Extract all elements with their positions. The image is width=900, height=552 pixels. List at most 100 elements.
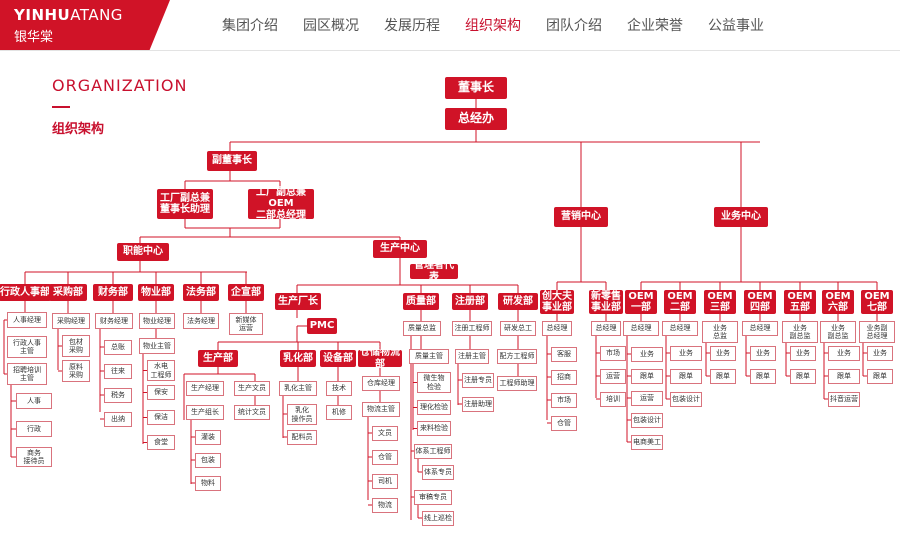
org-node-emul-items-2: 配料员: [287, 430, 317, 445]
org-node-wh-sub-3: 物流: [372, 498, 398, 513]
org-node-purchase: 采购部: [49, 284, 87, 301]
org-node-enterprise: 企宣部: [228, 284, 264, 301]
org-node-property-items-1: 物业主管: [139, 338, 175, 354]
org-node-audit: 审稿专员: [414, 490, 452, 505]
nav-item-honors[interactable]: 企业荣誉: [627, 18, 683, 34]
brand-logo[interactable]: YINHUATANG 银华棠: [0, 0, 170, 50]
org-node-finance-items-0: 财务经理: [95, 313, 133, 329]
org-node-property-sub-1: 保安: [147, 385, 175, 400]
org-node-prod-sub-2: 物料: [195, 476, 221, 491]
org-node-pmc: PMC: [307, 318, 337, 334]
org-node-factory-vp2: 工厂副总兼OEM 二部总经理: [248, 187, 314, 221]
org-node-oem1-sub-4: 电商美工: [631, 435, 663, 450]
org-node-big-client-items-0: 总经理: [542, 321, 572, 336]
org-node-oem5-sub-0: 业务: [790, 346, 816, 361]
org-node-quality-sub-2: 来料检验: [417, 421, 451, 436]
org-node-oem-heads-0: 总经理: [623, 321, 659, 336]
org-node-equip: 设备部: [320, 350, 356, 367]
org-node-oem7-sub-1: 跟单: [867, 369, 893, 384]
org-node-oem1-sub-2: 运营: [631, 391, 663, 406]
org-node-oem-0: OEM 一部: [625, 290, 657, 314]
org-node-oem-5: OEM 六部: [822, 290, 854, 314]
org-node-emul-items-1: 乳化 操作员: [287, 404, 317, 425]
org-node-finance: 财务部: [93, 284, 133, 301]
org-node-oem5-sub-1: 跟单: [790, 369, 816, 384]
org-node-oem-4: OEM 五部: [784, 290, 816, 314]
nav-item-group-intro[interactable]: 集团介绍: [222, 18, 278, 34]
org-node-property-sub-3: 食堂: [147, 435, 175, 450]
org-node-equip-items-1: 机修: [326, 405, 352, 420]
org-node-oem1-sub-0: 业务: [631, 347, 663, 362]
org-node-oem4-sub-1: 跟单: [750, 369, 776, 384]
org-node-reg-items-0: 注册工程师: [452, 321, 492, 336]
org-node-oem-heads-2: 业务 总监: [702, 321, 738, 343]
org-node-prod-items-r-0: 生产文员: [234, 381, 270, 396]
logo-english-bold: YINHU: [14, 6, 71, 24]
org-node-mgmt-rep: 管理者代表: [410, 260, 458, 283]
org-node-factory-mgr: 生产厂长: [275, 293, 321, 310]
logo-english-thin: ATANG: [70, 6, 123, 24]
org-node-oem2-sub-2: 包装设计: [670, 392, 702, 407]
org-node-enterprise-items-0: 新媒体 运营: [229, 313, 263, 335]
org-node-finance-sub-1: 往来: [104, 364, 132, 379]
org-node-chairman: 董事长: [445, 77, 507, 99]
nav-item-charity[interactable]: 公益事业: [708, 18, 764, 34]
org-node-wh-items-0: 仓库经理: [362, 376, 400, 391]
org-node-oem-heads-3: 总经理: [742, 321, 778, 336]
org-node-retail-sub-1: 运营: [600, 369, 626, 384]
org-node-reg: 注册部: [452, 293, 488, 310]
org-node-quality-sub-1: 理化检验: [417, 400, 451, 415]
section-divider: [52, 106, 70, 108]
org-node-oem-2: OEM 三部: [704, 290, 736, 314]
org-node-admin-sub-0: 人事: [16, 393, 52, 409]
org-node-prod-items-l-1: 生产组长: [186, 405, 224, 420]
section-title-chinese: 组织架构: [52, 122, 105, 137]
org-node-system: 体系工程师: [414, 444, 452, 459]
org-node-oem1-sub-1: 跟单: [631, 369, 663, 384]
org-node-oem6-sub-1: 跟单: [828, 369, 860, 384]
org-node-retail: 新零售 事业部: [589, 290, 623, 314]
org-node-purchase-sub-0: 包材 采购: [62, 335, 90, 357]
org-node-wh-sub-0: 文员: [372, 426, 398, 441]
org-node-oem7-sub-0: 业务: [867, 346, 893, 361]
org-node-oem-heads-4: 业务 副总监: [782, 321, 818, 343]
org-node-rnd: 研发部: [498, 293, 538, 310]
nav-item-team[interactable]: 团队介绍: [546, 18, 602, 34]
org-node-retail-sub-2: 培训: [600, 392, 626, 407]
top-navigation-bar: YINHUATANG 银华棠 集团介绍 园区概况 发展历程 组织架构 团队介绍 …: [0, 0, 900, 51]
org-node-emul-items-0: 乳化主管: [279, 381, 317, 396]
org-node-retail-items-0: 总经理: [591, 321, 621, 336]
org-node-admin-sub-1: 行政: [16, 421, 52, 437]
org-node-oem6-sub-0: 业务: [828, 346, 860, 361]
nav-item-organization[interactable]: 组织架构: [465, 18, 521, 34]
org-node-oem-heads-6: 业务副 总经理: [859, 321, 895, 343]
org-node-property: 物业部: [138, 284, 174, 301]
org-node-equip-items-0: 技术: [326, 381, 352, 396]
org-node-admin-items-1: 行政人事 主管: [7, 336, 47, 358]
org-node-prod-sub-1: 包装: [195, 453, 221, 468]
org-node-rnd-items-2: 工程师助理: [497, 376, 537, 391]
nav-item-park-overview[interactable]: 园区概况: [303, 18, 359, 34]
org-node-finance-sub-0: 总账: [104, 340, 132, 355]
org-node-oem-3: OEM 四部: [744, 290, 776, 314]
org-node-admin-sub-2: 商务 接待员: [16, 447, 52, 467]
org-node-wh: 仓储物流部: [358, 347, 402, 370]
org-node-rnd-items-0: 研发总工: [500, 321, 536, 336]
org-node-oem6-sub-2: 抖音运营: [828, 392, 860, 407]
org-node-gm-office: 总经办: [445, 108, 507, 130]
org-node-oem2-sub-1: 跟单: [670, 369, 702, 384]
main-nav: 集团介绍 园区概况 发展历程 组织架构 团队介绍 企业荣誉 公益事业: [222, 0, 789, 50]
org-node-admin-items-0: 人事经理: [7, 312, 47, 328]
org-node-oem-6: OEM 七部: [861, 290, 893, 314]
org-node-vice-chair: 副董事长: [207, 151, 257, 171]
org-node-wh-items-1: 物流主管: [362, 402, 400, 417]
org-node-audit-sub-0: 线上巡检: [422, 511, 454, 526]
org-node-factory-vp1: 工厂副总兼 董事长助理: [157, 189, 213, 219]
org-node-biz-center: 业务中心: [714, 207, 768, 227]
org-node-quality: 质量部: [403, 293, 439, 310]
org-node-oem4-sub-0: 业务: [750, 346, 776, 361]
org-node-oem3-sub-1: 跟单: [710, 369, 736, 384]
nav-item-history[interactable]: 发展历程: [384, 18, 440, 34]
